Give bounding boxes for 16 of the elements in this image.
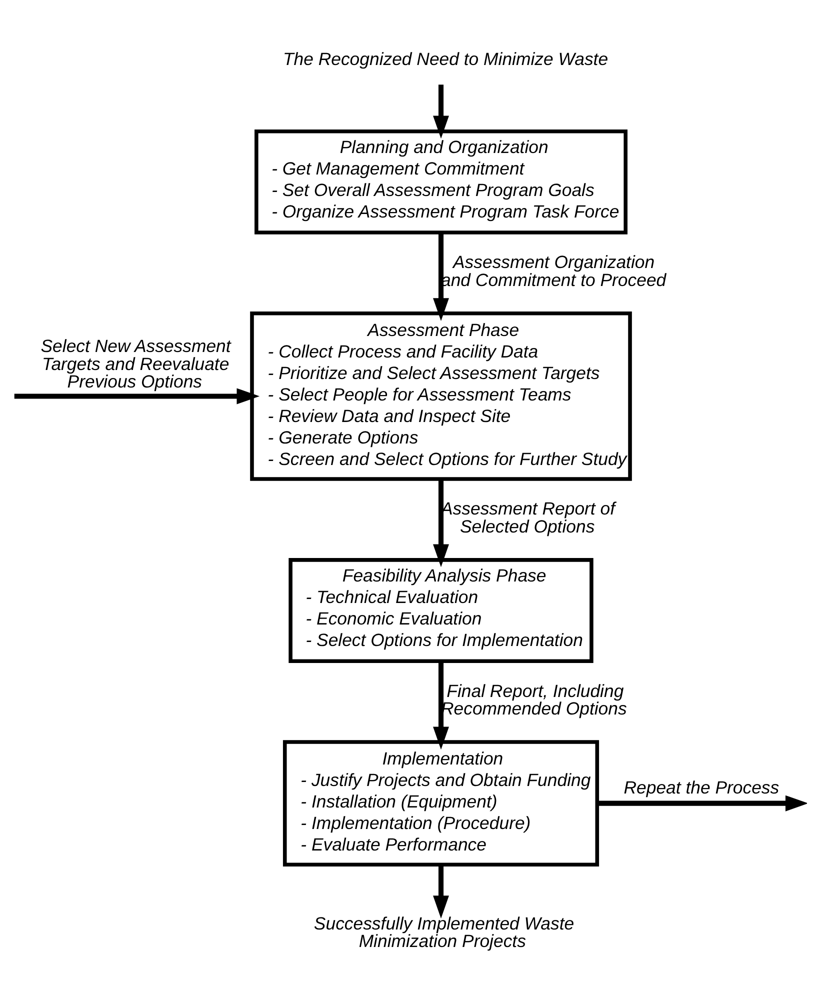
edge-label: Repeat the Process — [624, 776, 780, 797]
node-box: Planning and Organization - Get Management Commitment - Set Overall Assessment Program Goals - Organize Assessment Program Task Force — [254, 128, 628, 234]
node-text: The Recognized Need to Minimize Waste — [282, 48, 608, 69]
arrow — [14, 388, 260, 404]
node-box: Implementation - Justify Projects and Obtain Funding - Installation (Equipment) - Implementation (Procedure) - Evaluate Performance — [282, 740, 600, 866]
node-box: Feasibility Analysis Phase - Technical Evaluation - Economic Evaluation - Select Options for Implementation — [288, 558, 594, 662]
edge-label: Final Report, Including Recommended Options — [441, 680, 627, 718]
arrow — [433, 232, 449, 320]
arrow — [433, 864, 449, 918]
node-text: Successfully Implemented Waste Minimization Projects — [314, 912, 574, 951]
arrow — [597, 794, 807, 811]
arrow — [433, 660, 449, 750]
arrow — [433, 84, 449, 138]
edge-label: Select New Assessment Targets and Reevaluate Previous Options — [40, 336, 231, 392]
node-box: Assessment Phase - Collect Process and Facility Data - Prioritize and Select Assessment Targets - Select People for Assessment Teams - Review Data and Inspect Site - Generate Options - Screen and Select Options for Further Study — [250, 311, 632, 480]
arrow — [433, 478, 449, 567]
